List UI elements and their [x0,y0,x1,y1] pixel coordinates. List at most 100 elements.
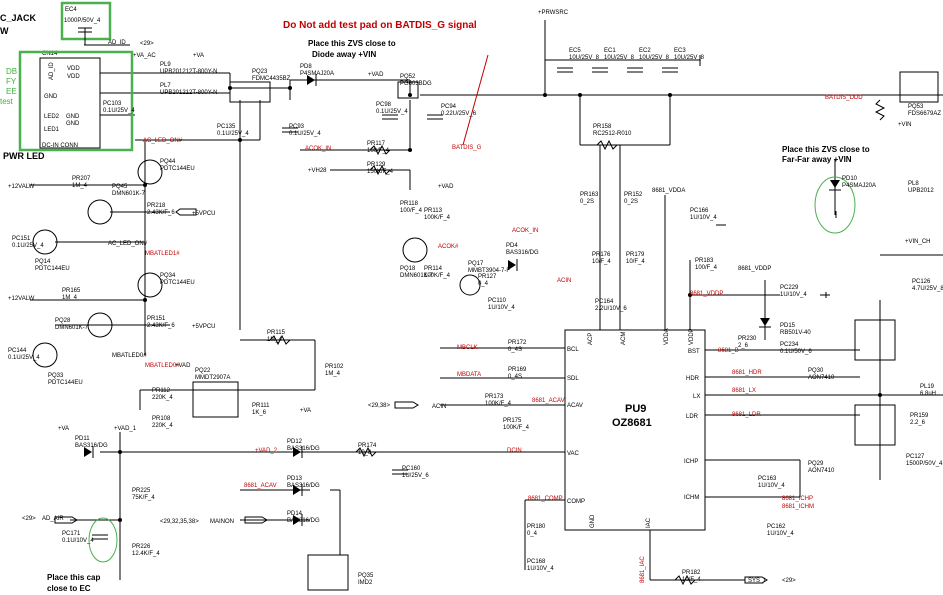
component-value-pd10: P4SMAJ20A [842,183,876,189]
component-value-pr113: 100K/F_4 [424,215,451,221]
component-value-pr152: 0_2S [624,199,638,205]
component-value-pc127: 1500P/50V_4 [906,461,943,467]
component-ref-pr218: PR218 [147,203,166,209]
component-value-pc234: 0.1U/50V_6 [780,349,812,355]
ic-pin-sdl: SDL [567,376,579,382]
component-ref-pl19: PL19 [920,384,935,390]
component-value-pq52: PG603BDG [400,81,432,87]
net-5vpcu-1: +5VPCU [192,211,216,217]
ic-pin-ldr: LDR [686,414,699,420]
net-labels: +PRWSRC BATDIS_DDD BATDIS_G AD_ID <29> +… [8,10,931,584]
component-ref-pc162: PC162 [767,524,786,530]
ic-pin-acav: ACAV [567,403,583,409]
component-value-pc160: 1U/25V_6 [402,473,429,479]
component-value-pq53: FDS6679AZ [908,111,941,117]
component-ref-pq52: PQ52 [400,74,416,80]
net-12valw-1: +12VALW [8,184,35,190]
component-value-ec2: 10U/25V_8 [639,55,670,61]
ic-pin-bst: BST [688,349,700,355]
ec4-value: 1000P/50V_4 [64,18,101,24]
component-ref-pq35: PQ35 [358,573,374,579]
component-ref-pr163: PR163 [580,192,599,198]
component-ref-pr117: PR117 [367,141,386,147]
component-ref-pq33: PQ33 [48,373,64,379]
component-value-pc168: 1U/10V_4 [527,566,554,572]
component-value-pd4: BAS316/DG [506,250,539,256]
net-8681-acav: 8681_ACAV [532,398,565,404]
pin-vdd-2: VDD [67,74,80,80]
component-ref-pr207: PR207 [72,176,91,182]
component-value-pr172: 0_4S [508,347,522,353]
component-value-pr183: 100/F_4 [695,265,718,271]
component-ref-pc94: PC94 [441,104,457,110]
net-sys-i: SYS_I [748,578,765,584]
net-vin-ch: +VIN_CH [905,239,931,245]
component-value-pr118: 100/F_4 [400,208,423,214]
ic-pin-vddp: VDDP [689,328,695,345]
component-value-pr102: 1M_4 [325,371,341,377]
pin-gnd-3: GND [66,121,80,127]
ic-pin-hdr: HDR [686,376,700,382]
net-va-ac: +VA_AC [133,53,156,59]
component-value-pr127: 0_4 [478,281,489,287]
component-ref-pr225: PR225 [132,488,151,494]
cap-note-2: close to EC [47,584,91,593]
component-value-pq14: PDTC144EU [35,266,70,272]
frag-jack: C_JACK [0,13,37,23]
component-value-pr175: 100K/F_4 [503,425,530,431]
component-value-pr112: 220K_4 [152,395,173,401]
component-ref-pd12: PD12 [287,439,303,445]
net-ad-air: AD_AIR [42,516,64,522]
component-value-pr174: 10_8 [358,450,372,456]
component-value-pq17: MMBT3904-7-F [468,268,510,274]
component-value-pc135: 0.1U/25V_4 [217,131,249,137]
component-ref-pc168: PC168 [527,559,546,565]
component-ref-pd15: PD15 [780,323,796,329]
net-vin-right: +VIN [898,122,912,128]
component-value-pr182: 10/F_4 [682,577,701,583]
component-value-ec3: 10U/25V_8 [674,55,705,61]
component-value-pr176: 10/F_4 [592,259,611,265]
component-ref-pr108: PR108 [152,416,171,422]
zvs-near-note-1: Place this ZVS close to [308,39,396,48]
net-batdis-g: BATDIS_G [452,145,482,151]
component-value-pl8: UPB2012 [908,188,934,194]
component-ref-pq22: PQ22 [195,368,211,374]
net-acin-2: ACIN [432,404,446,410]
component-ref-pd8: PD8 [300,64,312,70]
component-ref-pr179: PR179 [626,252,645,258]
component-ref-pl9: PL9 [160,62,171,68]
component-value-pd15: RB501V-40 [780,330,811,336]
component-ref-pq44: PQ44 [160,159,176,165]
net-vad-pq22: +VAD [175,363,191,369]
pin-vdd-1: VDD [67,66,80,72]
component-value-pd11: BAS316/DG [75,443,108,449]
component-ref-pr226: PR226 [132,544,151,550]
component-ref-pc163: PC163 [758,476,777,482]
net-vad-top: +VAD [368,72,384,78]
component-ref-pd14: PD14 [287,511,303,517]
component-value-pr207: 1M_4 [72,183,88,189]
component-ref-pr173: PR173 [485,394,504,400]
component-ref-pr102: PR102 [325,364,344,370]
ic-pin-ichp: ICHP [684,459,698,465]
net-vh28: +VH28 [308,168,327,174]
component-value-pc162: 1U/10V_4 [767,531,794,537]
net-8681-vddp: 8681_VDDP [690,291,723,297]
component-value-pr108: 220K_4 [152,423,173,429]
ic-pin-vac: VAC [567,451,580,457]
component-ref-pr230: PR230 [738,336,757,342]
junctions [118,86,882,522]
component-value-pl7: UPB201212T-800Y-N [160,90,217,96]
component-value-pc171: 0.1U/10V_4 [62,538,94,544]
component-ref-pr159: PR159 [910,413,929,419]
component-value-pq23: FDMC4435BZ [252,76,291,82]
cn14-ref: CN14 [42,51,58,57]
component-ref-pr129: PR129 [367,162,386,168]
ground-symbols [84,40,837,298]
component-ref-pq30: PQ30 [808,368,824,374]
diode-symbols [84,74,841,526]
component-ref-pr152: PR152 [624,192,643,198]
net-mbatled0-2: MBATLED0# [145,363,180,369]
